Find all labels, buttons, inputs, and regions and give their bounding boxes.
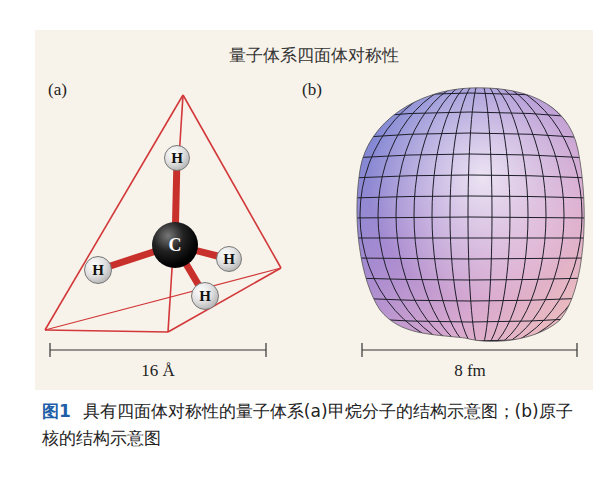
chemical-bond: [196, 251, 217, 256]
chemical-bond: [110, 252, 154, 266]
carbon-atom: C: [152, 222, 198, 268]
figure-title: 量子体系四面体对称性: [35, 44, 593, 67]
tetrahedron: [45, 95, 281, 332]
atom-symbol: C: [169, 236, 182, 254]
hydrogen-atom: H: [216, 246, 242, 272]
atom-symbol: H: [171, 151, 183, 166]
hydrogen-atom: H: [191, 282, 219, 310]
figure-caption-block: 图1具有四面体对称性的量子体系(a)甲烷分子的结构示意图；(b)原子核的结构示意…: [42, 398, 580, 452]
dimension-label: 16 Å: [98, 361, 218, 381]
dimension-label: 8 fm: [410, 361, 530, 381]
chemical-bond: [176, 170, 177, 223]
atom-symbol: H: [92, 263, 104, 278]
nucleus-shape: [350, 80, 600, 350]
hydrogen-atom: H: [164, 145, 190, 171]
scale-bar: [50, 343, 577, 357]
figure-caption: 具有四面体对称性的量子体系(a)甲烷分子的结构示意图；(b)原子核的结构示意图: [42, 401, 573, 448]
atom-symbol: H: [199, 289, 211, 304]
chemical-bond: [186, 264, 198, 285]
hydrogen-atom: H: [84, 256, 112, 284]
panel-label: (b): [302, 80, 342, 100]
figure-number: 图1: [42, 401, 71, 421]
panel-label: (a): [48, 80, 88, 100]
atom-symbol: H: [223, 252, 235, 267]
